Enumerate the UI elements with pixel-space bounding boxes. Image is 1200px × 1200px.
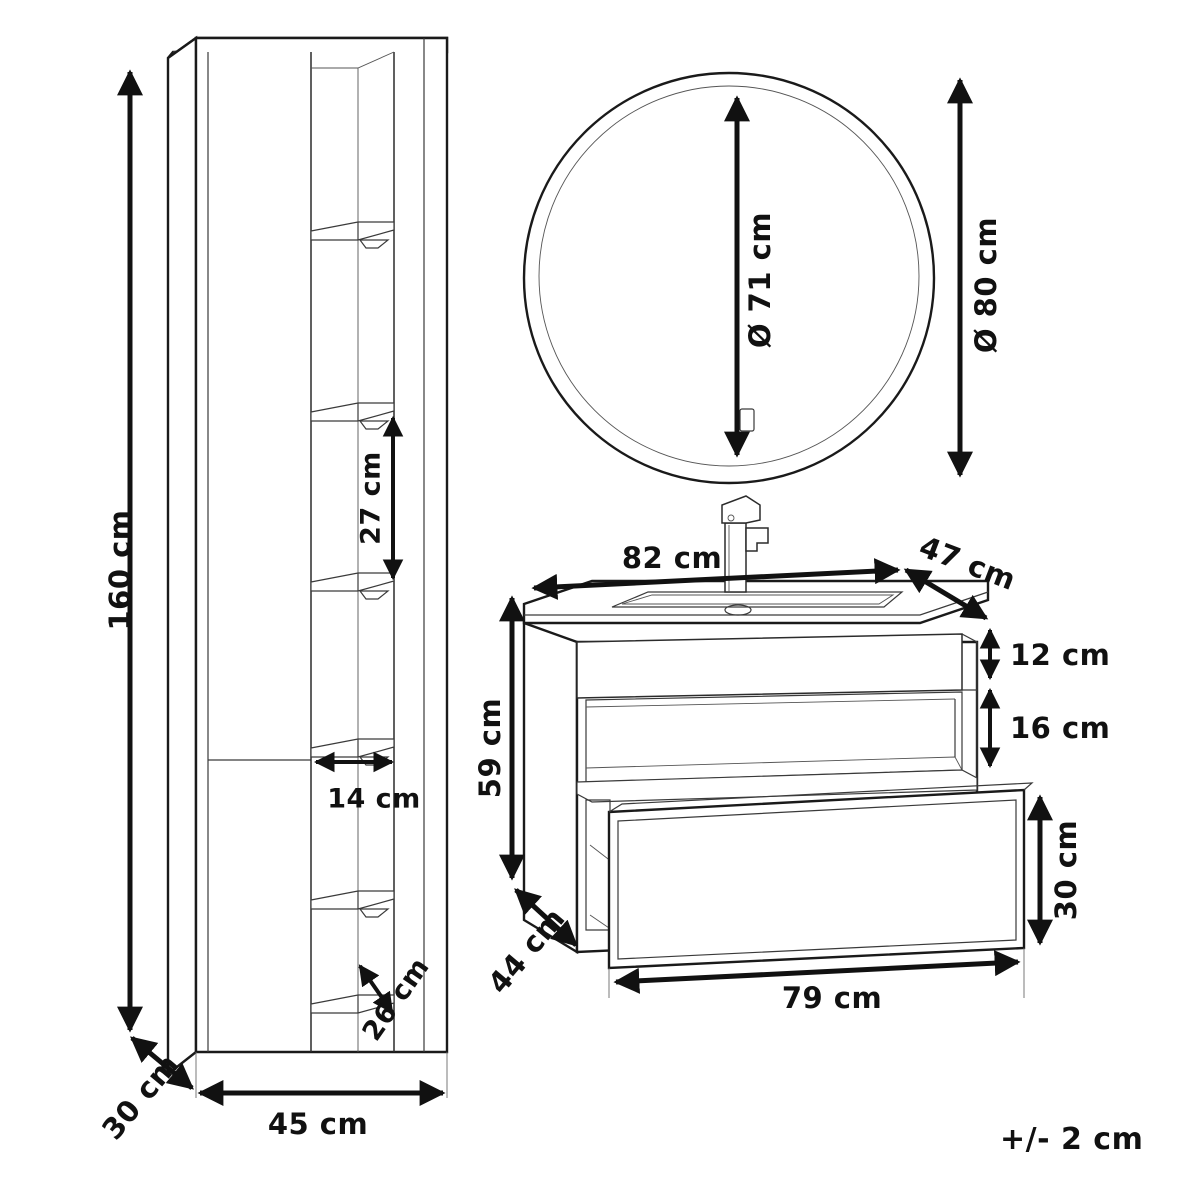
cabinet-niche-back-top (311, 51, 395, 69)
cabinet-shelf-2 (310, 402, 395, 430)
mirror-outer-frame (522, 71, 936, 485)
tolerance-note: +/- 2 cm (1000, 1122, 1144, 1157)
dimension-vanity-width: 82 cm (531, 541, 901, 600)
vanity-top-drawer-edge (961, 633, 978, 691)
cabinet-shelf-5 (310, 890, 395, 918)
dimension-label-14cm: 14 cm (327, 784, 421, 815)
dimension-mirror-outer: Ø 80 cm (947, 77, 1003, 478)
dimension-niche-height: 16 cm (979, 687, 1110, 769)
dimension-label-30cm: 30 cm (95, 1047, 186, 1146)
mirror-glass-edge (538, 85, 920, 467)
dimension-label-12cm: 12 cm (1010, 638, 1110, 672)
dimension-label-27cm: 27 cm (356, 451, 387, 545)
dimension-mirror-glass: Ø 71 cm (724, 95, 777, 458)
round-mirror-figure (522, 71, 936, 485)
basin-overflow-hole (724, 604, 752, 616)
vanity-unit-figure (522, 495, 1034, 998)
faucet-body (724, 522, 747, 593)
dimension-label-82cm: 82 cm (622, 541, 722, 575)
dimension-label-160cm: 160 cm (103, 509, 137, 630)
dimension-drawer-height: 30 cm (1027, 794, 1083, 946)
dimension-cabinet-shelf-width: 14 cm (313, 751, 421, 815)
faucet-head (721, 495, 761, 524)
vanity-bottom-drawer-inner (617, 799, 1017, 960)
dimension-cabinet-height: 160 cm (103, 69, 143, 1033)
dimension-cabinet-width: 45 cm (197, 1080, 446, 1141)
dimension-label-30cm-drawer: 30 cm (1049, 820, 1083, 920)
tall-cabinet-figure (166, 35, 449, 1098)
dimension-cabinet-shelf-gap: 27 cm (356, 415, 404, 581)
vanity-bottom-drawer (607, 788, 1026, 970)
dimension-vanity-height: 59 cm (473, 595, 525, 881)
dimension-label-71cm: Ø 71 cm (743, 212, 777, 348)
vanity-top-drawer-front (576, 633, 963, 699)
dimension-drawer-width: 79 cm (613, 950, 1021, 1015)
vanity-mid-shelf (576, 769, 978, 803)
faucet-spout (745, 527, 769, 552)
dimension-label-16cm: 16 cm (1010, 711, 1110, 745)
dimension-label-45cm: 45 cm (268, 1107, 368, 1141)
vanity-bottom-drawer-top (608, 782, 1034, 813)
cabinet-shelf-1 (310, 221, 395, 249)
vanity-niche-back-top (585, 698, 956, 708)
cabinet-left-side (166, 35, 198, 1077)
dimension-label-59cm: 59 cm (473, 698, 507, 798)
mirror-bracket (739, 408, 755, 432)
dimension-label-80cm: Ø 80 cm (969, 217, 1003, 353)
dimension-drawer-top-height: 12 cm (979, 627, 1110, 681)
dimension-label-79cm: 79 cm (782, 981, 882, 1015)
cabinet-shelf-3 (310, 572, 395, 600)
faucet-screw (727, 514, 735, 522)
